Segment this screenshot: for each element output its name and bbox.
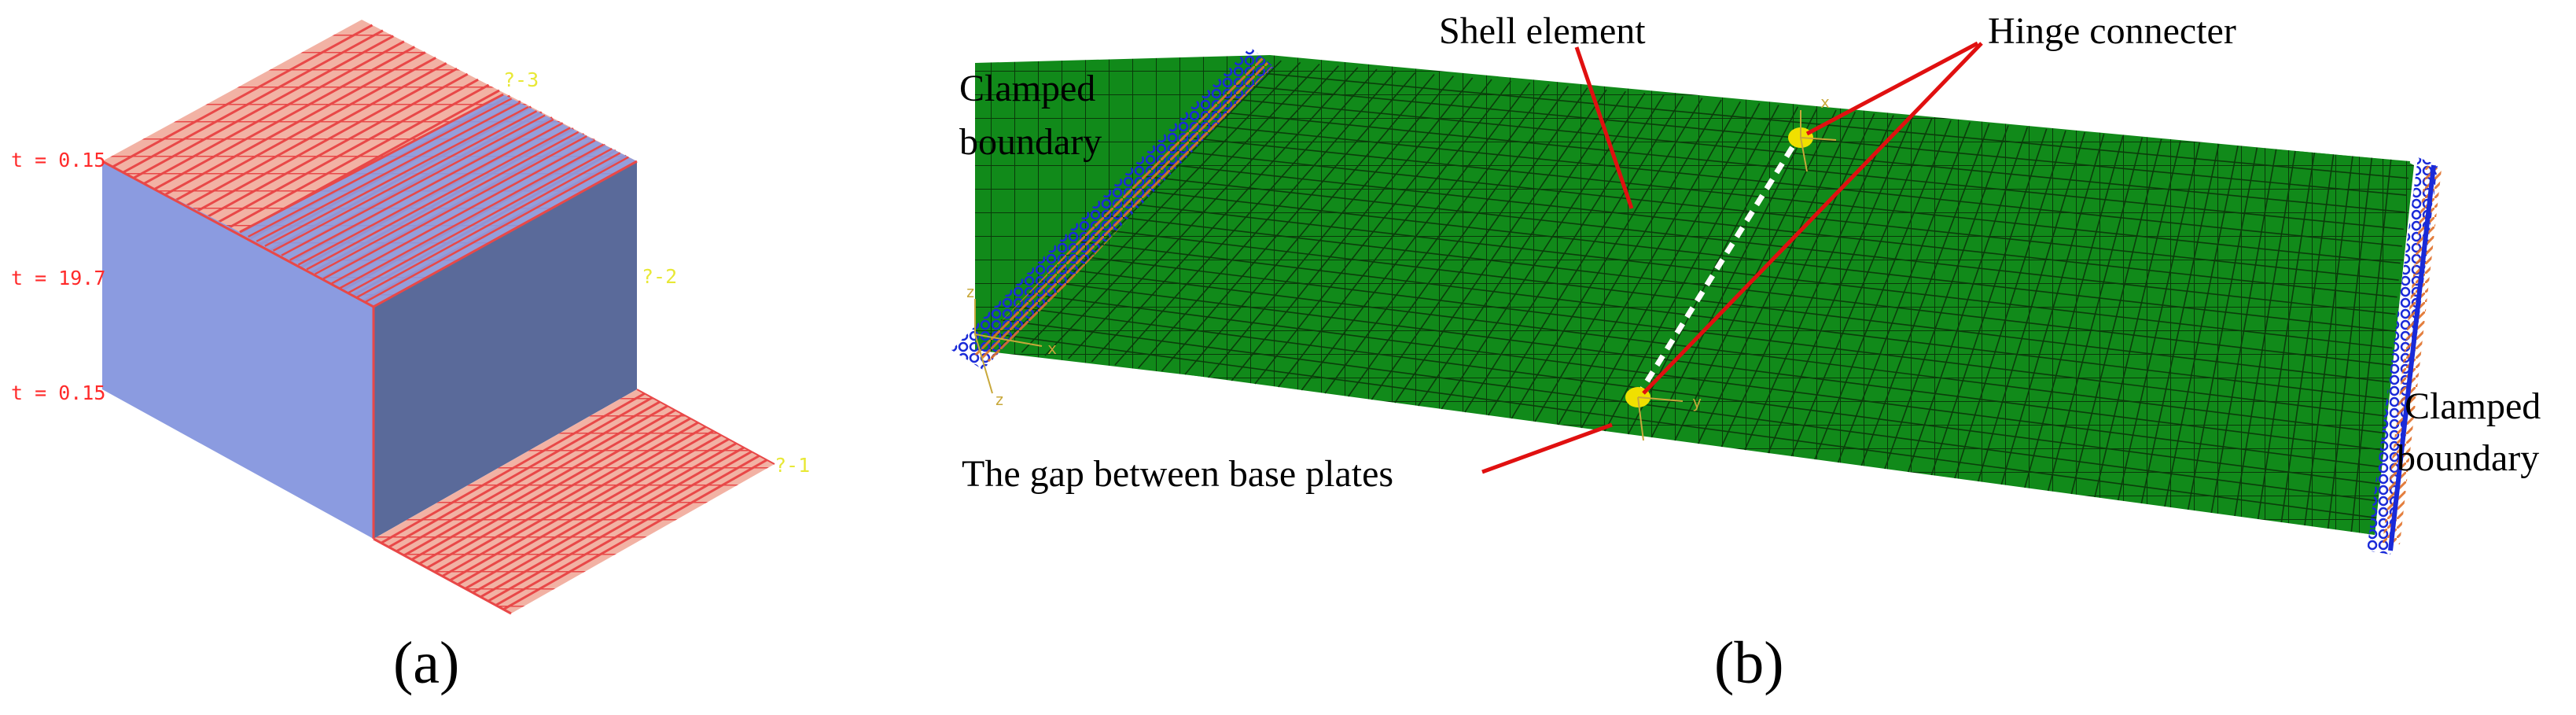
thickness-label-bottom: t = 0.15 — [11, 381, 105, 404]
right-boundary-edge — [2388, 164, 2436, 551]
thickness-label-core: t = 19.7 — [11, 267, 105, 289]
triad-left — [974, 299, 1043, 394]
leader-lines — [1481, 41, 1983, 474]
block-left-face — [102, 161, 374, 539]
ply-label-1: ?-1 — [775, 454, 810, 477]
triad-left-x: x — [1047, 339, 1057, 358]
panel-a: t = 0.15 t = 19.7 t = 0.15 ?-3 ?-2 ?-1 — [11, 20, 810, 615]
bottom-plate-edge — [373, 537, 512, 615]
panel-a-label: (a) — [393, 630, 460, 696]
clamped-boundary-left-orange — [971, 55, 1272, 363]
ply-label-3: ?-3 — [503, 68, 539, 91]
annotation-shell-element: Shell element — [1439, 10, 1646, 52]
annotation-hinge-connecter: Hinge connecter — [1988, 10, 2236, 52]
triad-hinge-bottom — [1637, 396, 1684, 441]
ply-label-2: ?-2 — [642, 265, 677, 288]
bottom-ply-lines — [380, 392, 768, 611]
annotation-clamped-right-2: boundary — [2397, 437, 2539, 479]
triad-hinge-top — [1800, 110, 1837, 172]
mesh-lines — [988, 60, 2409, 533]
annotation-clamped-right-1: Clamped — [2405, 385, 2541, 427]
triad-left-z: z — [966, 282, 975, 301]
gap-dashed-line — [1635, 136, 1801, 399]
block-top-stripes — [248, 98, 629, 304]
leader-shell — [1574, 46, 1634, 209]
bottom-plate-edge-2 — [636, 389, 775, 465]
annotation-clamped-left-2: boundary — [959, 121, 1102, 163]
panel-b-label: (b) — [1714, 630, 1784, 696]
annotation-gap: The gap between base plates — [962, 453, 1393, 495]
triad-hinge-top-label: x — [1820, 93, 1830, 112]
triad-hinge-bottom-label: y — [1692, 393, 1702, 411]
leader-hinge-top — [1805, 41, 1979, 136]
leader-hinge-bottom — [1642, 42, 1983, 395]
block-top-face — [240, 94, 637, 307]
annotation-clamped-left-1: Clamped — [959, 68, 1095, 109]
panel-b: x y z x z Shell element Hinge connecter … — [951, 10, 2541, 555]
leader-gap — [1481, 422, 1613, 474]
block-right-face — [374, 161, 637, 539]
triad-left-z2: z — [995, 390, 1004, 409]
block-edges — [101, 93, 638, 539]
thickness-label-top: t = 0.15 — [11, 149, 105, 171]
